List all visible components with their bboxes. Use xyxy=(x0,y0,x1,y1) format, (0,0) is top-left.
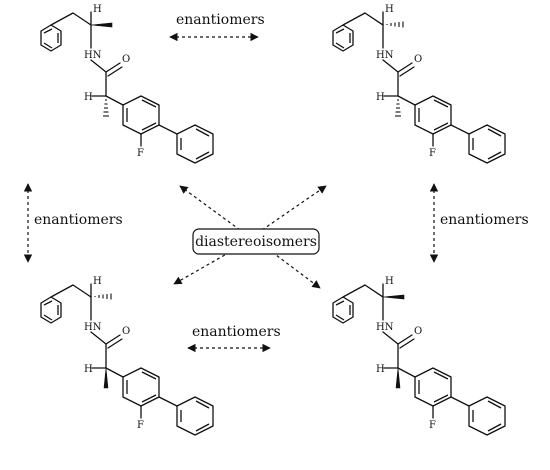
atom-f: F xyxy=(137,148,144,159)
atom-h-lower: H xyxy=(84,92,93,103)
atom-nh: HN xyxy=(84,322,102,333)
molecule-top-right: H HN O H F xyxy=(332,4,506,164)
atom-h-upper: H xyxy=(385,4,394,15)
arrow-diastereo-top-right xyxy=(261,185,327,231)
arrow-diastereo-bottom-right xyxy=(271,251,321,289)
diastereoisomers-box xyxy=(192,228,320,255)
molecule-top-left: H HN O H F xyxy=(40,4,214,164)
atom-h-upper: H xyxy=(385,276,394,287)
atom-nh: HN xyxy=(84,50,102,61)
atom-h-upper: H xyxy=(93,4,102,15)
atom-o: O xyxy=(122,54,130,65)
atom-nh: HN xyxy=(376,50,394,61)
atom-h-lower: H xyxy=(376,92,385,103)
atom-o: O xyxy=(414,54,422,65)
atom-nh: HN xyxy=(376,322,394,333)
atom-f: F xyxy=(429,420,436,431)
atom-f: F xyxy=(429,148,436,159)
atom-f: F xyxy=(137,420,144,431)
arrow-diastereo-top-left xyxy=(179,185,241,231)
label-enantiomers-right: enantiomers xyxy=(440,212,529,228)
atom-o: O xyxy=(414,326,422,337)
atom-h-lower: H xyxy=(376,364,385,375)
label-enantiomers-left: enantiomers xyxy=(34,212,123,228)
molecule-bottom-left: H HN O H F xyxy=(40,276,214,436)
arrow-diastereo-bottom-left xyxy=(173,251,231,285)
atom-o: O xyxy=(122,326,130,337)
label-enantiomers-bottom: enantiomers xyxy=(192,324,281,340)
molecule-bottom-right: H HN O H F xyxy=(332,276,506,436)
label-diastereoisomers: diastereoisomers xyxy=(195,234,317,250)
label-enantiomers-top: enantiomers xyxy=(176,12,265,28)
atom-h-lower: H xyxy=(84,364,93,375)
atom-h-upper: H xyxy=(93,276,102,287)
